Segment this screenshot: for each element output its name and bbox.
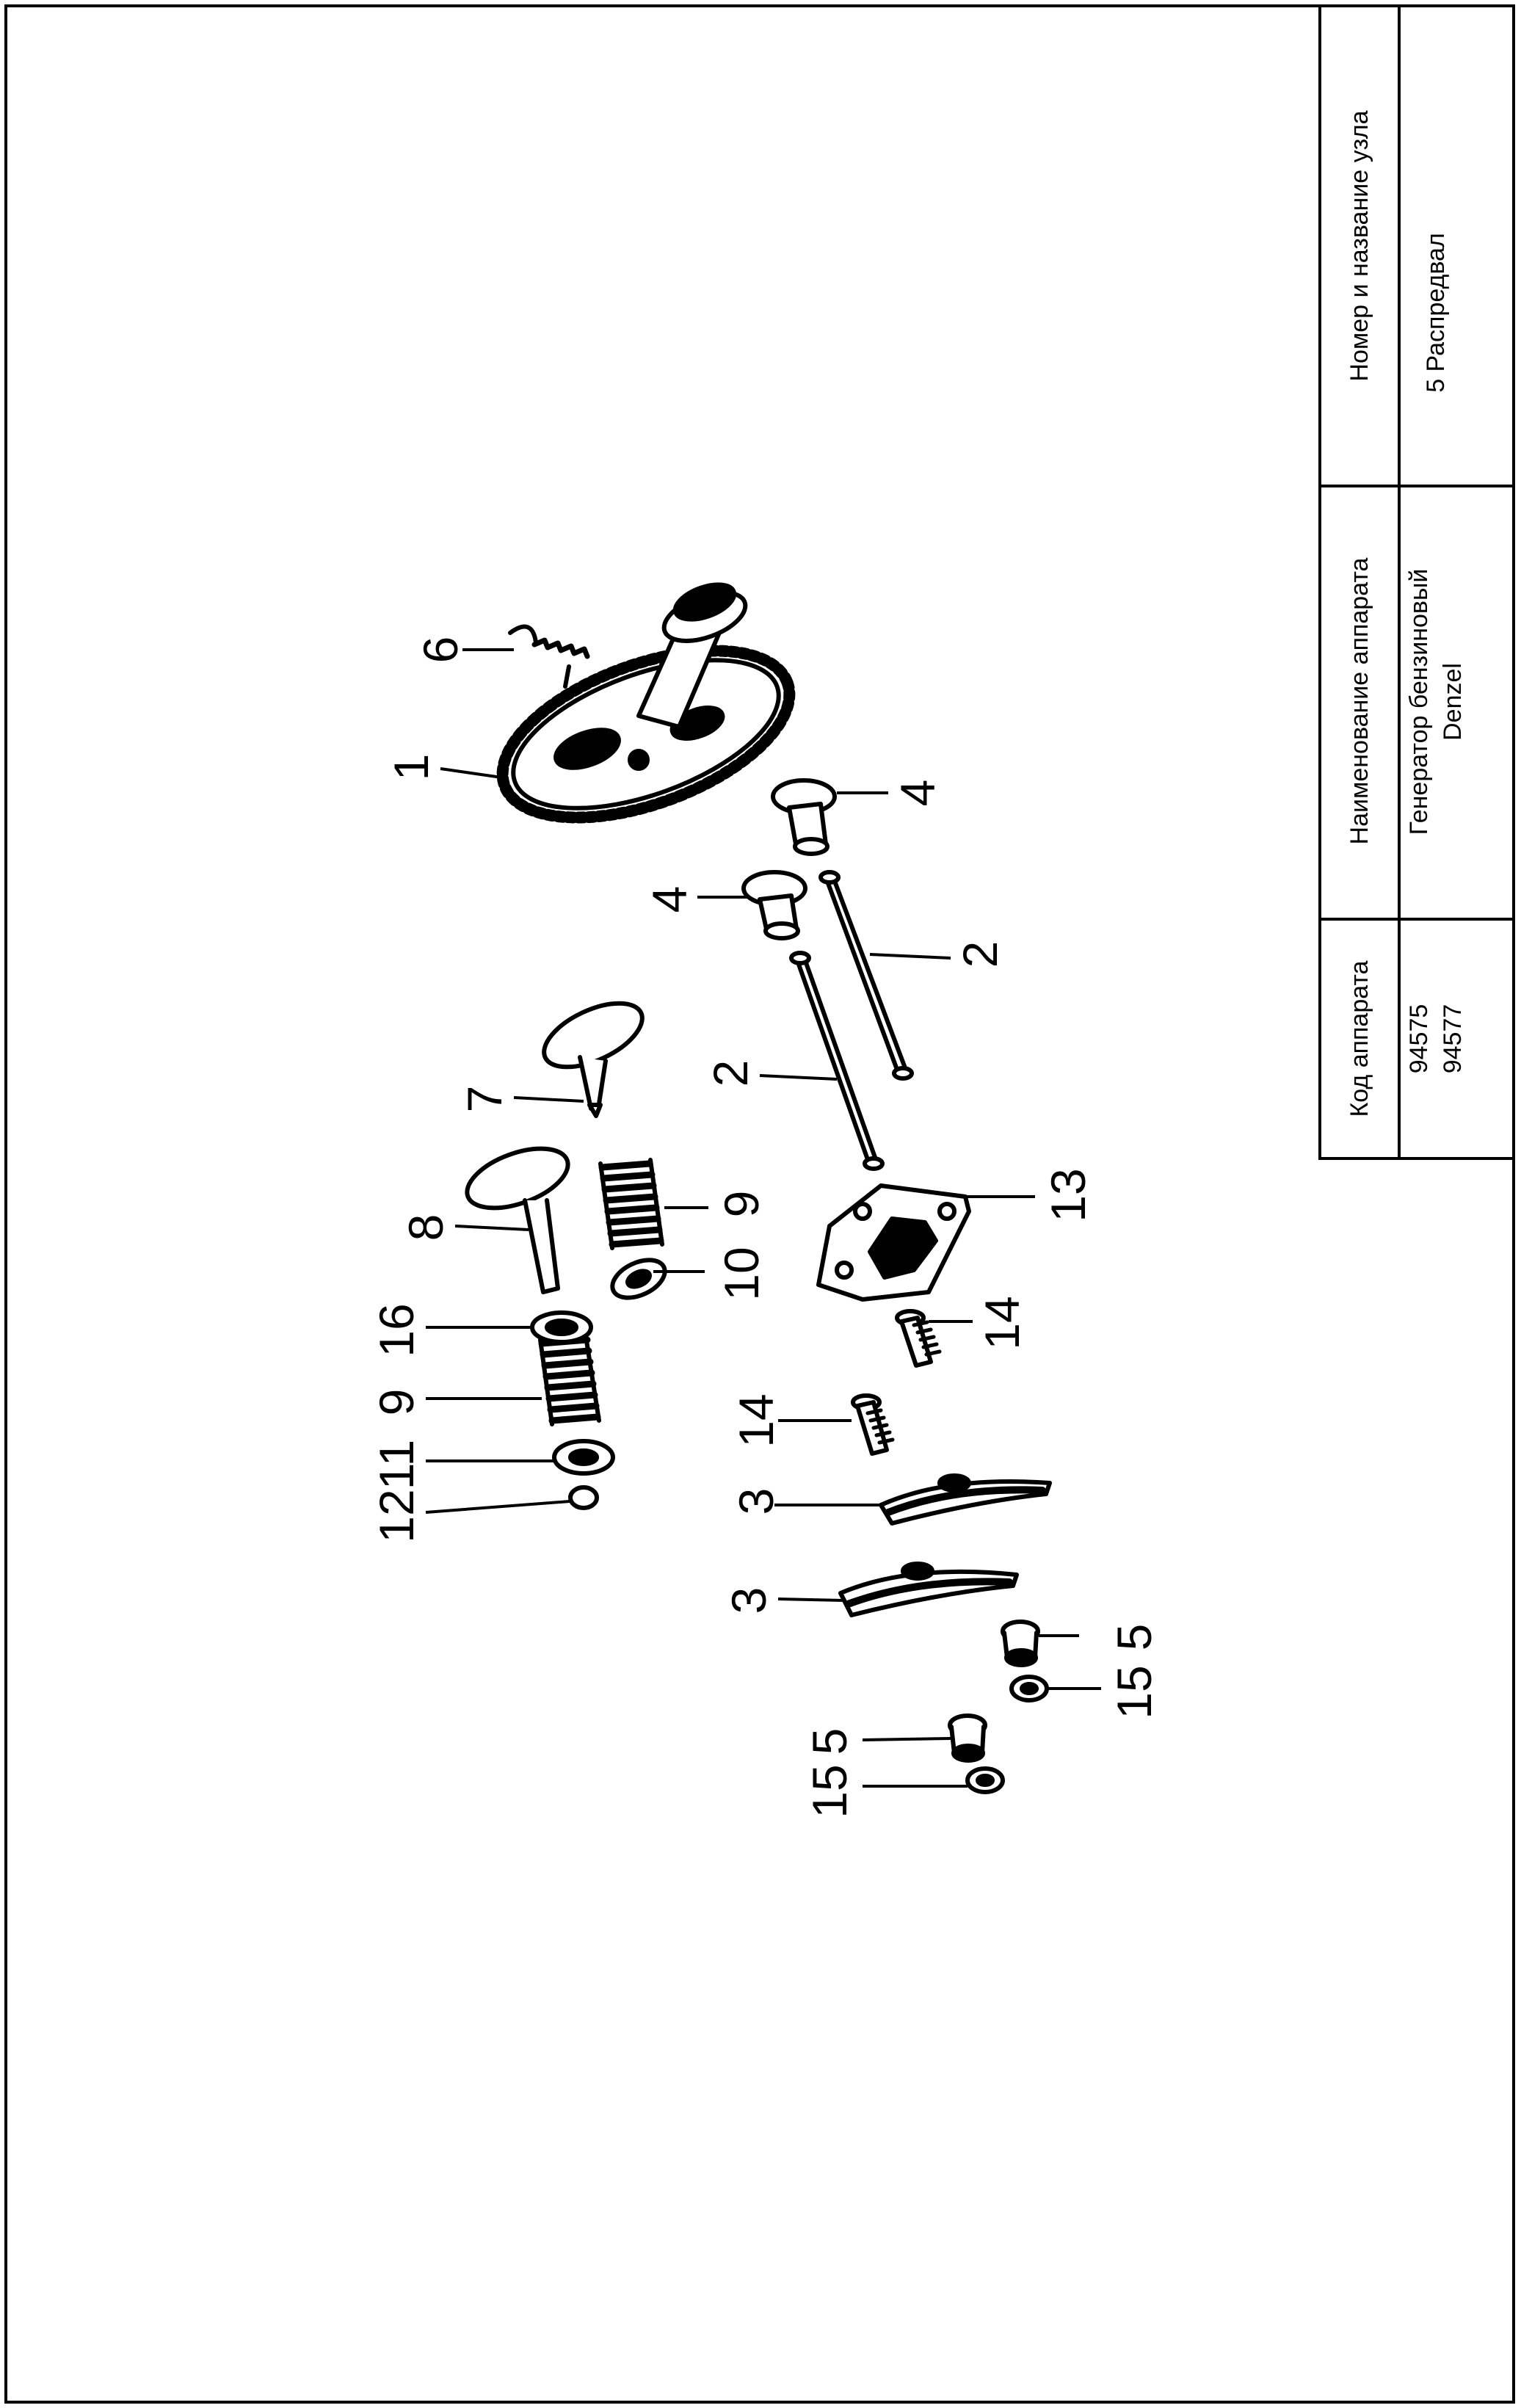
part-valve-upper: [542, 1001, 645, 1118]
part-lock-nut-left: [965, 1766, 1005, 1794]
callout-11: 11: [369, 1440, 424, 1490]
part-small-spring: [508, 624, 590, 689]
callout-13: 13: [1041, 1168, 1095, 1222]
part-seat-washer: [530, 1310, 593, 1344]
part-gasket-plate: [816, 1183, 971, 1302]
callout-8: 8: [399, 1214, 453, 1241]
callout-15-left: 15: [802, 1764, 857, 1818]
part-valve-lower: [465, 1146, 570, 1294]
callout-14-left: 14: [729, 1393, 783, 1447]
callout-10: 10: [714, 1247, 769, 1300]
callout-1: 1: [384, 754, 438, 781]
part-adjust-nut-right: [1001, 1620, 1040, 1667]
part-spring-retainer: [610, 1258, 667, 1300]
part-stud-left: [851, 1393, 895, 1456]
callout-2-left: 2: [703, 1060, 758, 1087]
callout-16: 16: [369, 1303, 424, 1357]
callout-14-right: 14: [975, 1296, 1029, 1349]
callout-5-left: 5: [802, 1728, 857, 1755]
callout-15-right: 15: [1107, 1665, 1161, 1719]
title-block: [1318, 4, 1515, 1160]
part-lock-nut-right: [1009, 1675, 1049, 1702]
drawing-frame: [4, 4, 1515, 2404]
part-tappet-lower: [741, 870, 807, 940]
part-adjust-nut-left: [948, 1713, 987, 1763]
part-tappet-upper: [771, 778, 837, 856]
part-rocker-arm-upper: [879, 1473, 1052, 1526]
callout-6: 6: [413, 637, 468, 664]
part-rocker-arm-lower: [838, 1562, 1019, 1617]
callout-4-right: 4: [890, 780, 945, 807]
callout-9-lower: 9: [369, 1389, 424, 1416]
part-push-rod-left: [789, 951, 885, 1171]
part-camshaft-gear: [496, 582, 796, 824]
part-stud-right: [895, 1309, 942, 1368]
part-lower-retainer: [552, 1439, 615, 1476]
callout-3-upper: 3: [729, 1488, 783, 1515]
callout-2-right: 2: [953, 941, 1007, 968]
title-block-divider-1: [1318, 485, 1515, 487]
part-valve-spring-upper: [598, 1158, 664, 1250]
callout-7: 7: [457, 1086, 512, 1113]
callout-12: 12: [369, 1489, 424, 1542]
callout-5-right: 5: [1107, 1624, 1161, 1651]
title-block-divider-vertical: [1398, 4, 1401, 1160]
callout-labels: 6 1 4 4 2 2 7 8 9 10 13 16 14 9 14 11 3 …: [369, 637, 1161, 1818]
part-push-rod-right: [818, 870, 914, 1081]
title-block-divider-2: [1318, 918, 1515, 921]
leader-lines: [425, 648, 1101, 1788]
callout-4-left: 4: [642, 886, 697, 913]
callout-9-upper: 9: [714, 1191, 769, 1218]
part-valve-key: [568, 1485, 599, 1510]
part-valve-spring-lower: [538, 1334, 601, 1426]
callout-3-lower: 3: [722, 1587, 776, 1614]
